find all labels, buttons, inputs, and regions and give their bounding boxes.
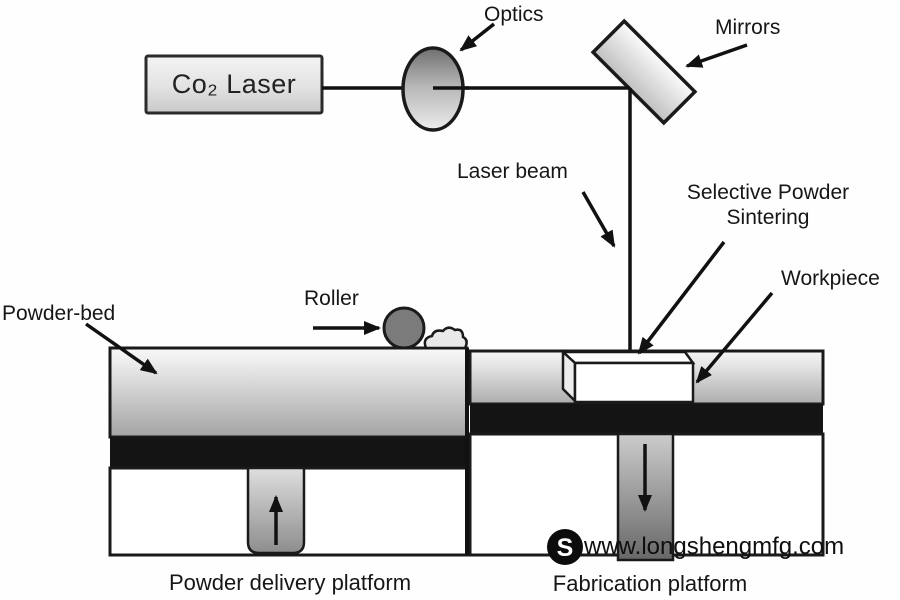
laser-beam-label: Laser beam — [457, 160, 568, 183]
selective-powder-sintering-label: Selective Powder Sintering — [686, 181, 850, 229]
fabrication-platform-label: Fabrication platform — [552, 571, 748, 596]
roller-wheel — [382, 306, 426, 350]
workpiece-label: Workpiece — [781, 267, 880, 290]
laser-beam-pointer-arrow — [581, 191, 616, 248]
fabrication-platform-plate — [470, 404, 823, 434]
delivery-platform-plate — [110, 437, 467, 468]
powder-bed-pointer-arrow — [84, 322, 158, 375]
roller-label: Roller — [304, 287, 359, 310]
svg-text:S: S — [557, 534, 574, 562]
co2-laser-label: Co₂ Laser — [171, 69, 297, 100]
longshengmfg-logo-icon: S — [547, 529, 583, 565]
mirrors-pointer-arrow — [685, 43, 748, 68]
powder-pile — [423, 326, 468, 350]
sintering-pointer-arrow — [637, 240, 726, 355]
optics-label: Optics — [484, 3, 544, 26]
workpiece-box — [559, 349, 696, 405]
workpiece-pointer-arrow — [695, 291, 774, 384]
mirrors-label: Mirrors — [715, 16, 781, 39]
powder-bed-left — [108, 346, 469, 439]
powder-delivery-platform-label: Powder delivery platform — [168, 570, 412, 595]
mirror-shape — [590, 18, 698, 126]
optics-pointer-arrow — [459, 22, 496, 52]
watermark-url-text: www.longshengmfg.com — [584, 533, 845, 560]
co2-laser-box — [144, 54, 324, 115]
powder-bed-label: Powder-bed — [2, 302, 116, 325]
